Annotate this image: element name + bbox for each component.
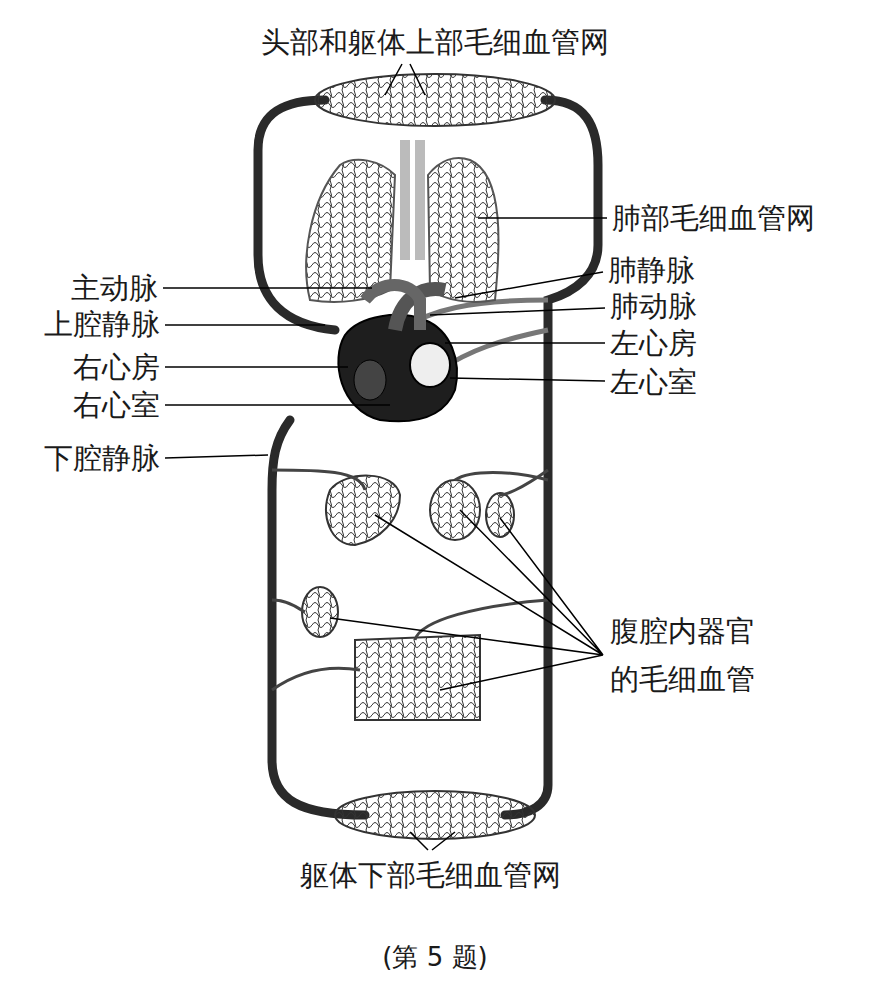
part-label: 左心房 bbox=[610, 326, 697, 361]
part-label: 上腔静脉 bbox=[44, 307, 160, 342]
figure-caption: (第 5 题) bbox=[382, 942, 487, 973]
part-label: 躯体下部毛细血管网 bbox=[300, 858, 561, 893]
part-label: 肺静脉 bbox=[608, 253, 695, 288]
part-label: 肺部毛细血管网 bbox=[612, 201, 815, 236]
part-label: 左心室 bbox=[610, 365, 697, 400]
part-label: 右心室 bbox=[73, 388, 160, 423]
part-label: 腹腔内器官 的毛细血管 bbox=[610, 607, 770, 703]
part-label: 右心房 bbox=[73, 350, 160, 385]
part-label: 肺动脉 bbox=[610, 289, 697, 324]
part-label: 下腔静脉 bbox=[44, 441, 160, 476]
part-label: 主动脉 bbox=[71, 271, 158, 306]
part-label: 头部和躯体上部毛细血管网 bbox=[261, 25, 609, 60]
